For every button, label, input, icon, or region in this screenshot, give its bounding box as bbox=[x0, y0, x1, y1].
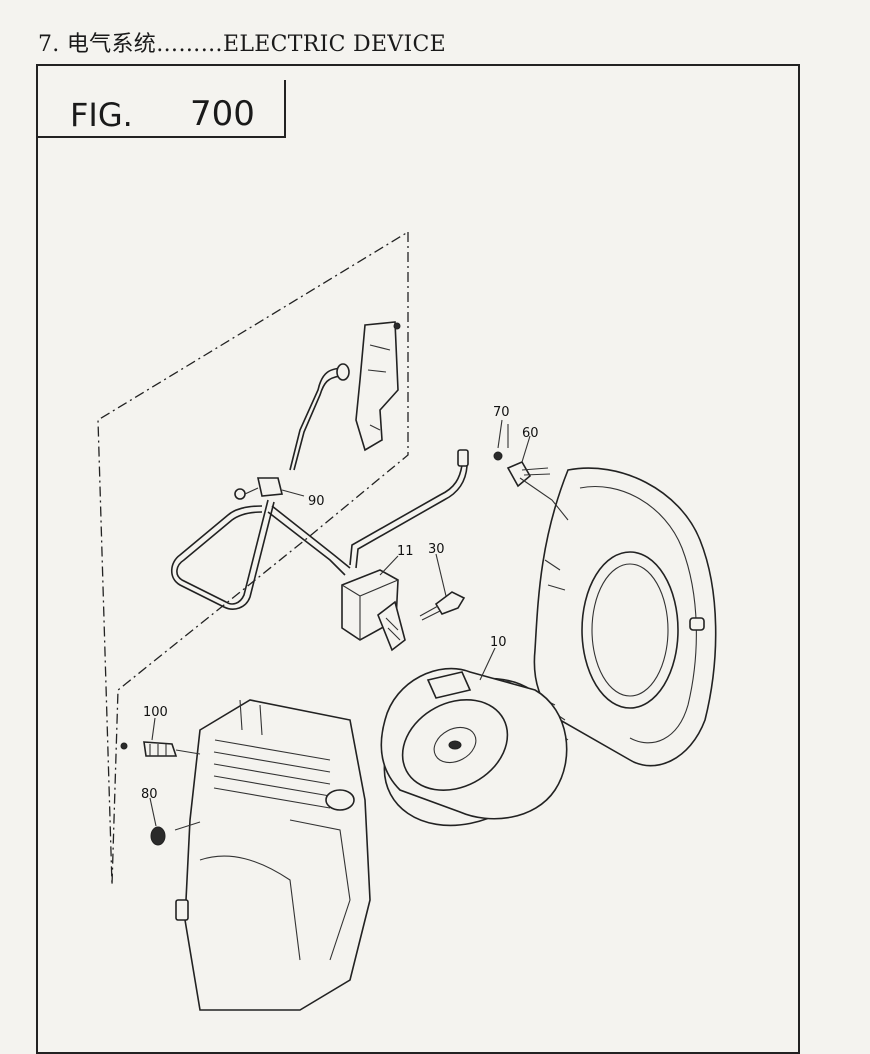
figure-number: 700 bbox=[190, 94, 255, 134]
flywheel bbox=[380, 667, 569, 827]
grommet bbox=[150, 821, 201, 846]
coil-bolt bbox=[419, 591, 466, 621]
terminal-and-screw bbox=[493, 451, 569, 521]
spark-plug bbox=[120, 741, 201, 757]
ignition-coil bbox=[341, 569, 406, 652]
engine-block bbox=[175, 699, 371, 1011]
assembly-boundary bbox=[97, 231, 409, 886]
stop-wire bbox=[349, 449, 469, 569]
callout-80: 80 bbox=[141, 787, 158, 802]
leader-lines bbox=[149, 419, 531, 827]
callout-60: 60 bbox=[522, 426, 539, 441]
figure-label: FIG. bbox=[70, 96, 133, 134]
callout-11: 11 bbox=[397, 544, 414, 559]
callout-70: 70 bbox=[493, 405, 510, 420]
stop-switch-bracket bbox=[355, 321, 401, 452]
callout-30: 30 bbox=[428, 542, 445, 557]
blower-housing bbox=[533, 467, 717, 767]
page-title: 7. 电气系统………ELECTRIC DEVICE bbox=[38, 32, 446, 57]
figure-label-box bbox=[36, 80, 286, 138]
callout-100: 100 bbox=[143, 705, 168, 720]
callout-10: 10 bbox=[490, 635, 507, 650]
ground-wire bbox=[289, 363, 350, 471]
wire-clamp bbox=[234, 477, 284, 500]
callout-90: 90 bbox=[308, 494, 325, 509]
spark-plug-lead-loop bbox=[170, 499, 351, 610]
